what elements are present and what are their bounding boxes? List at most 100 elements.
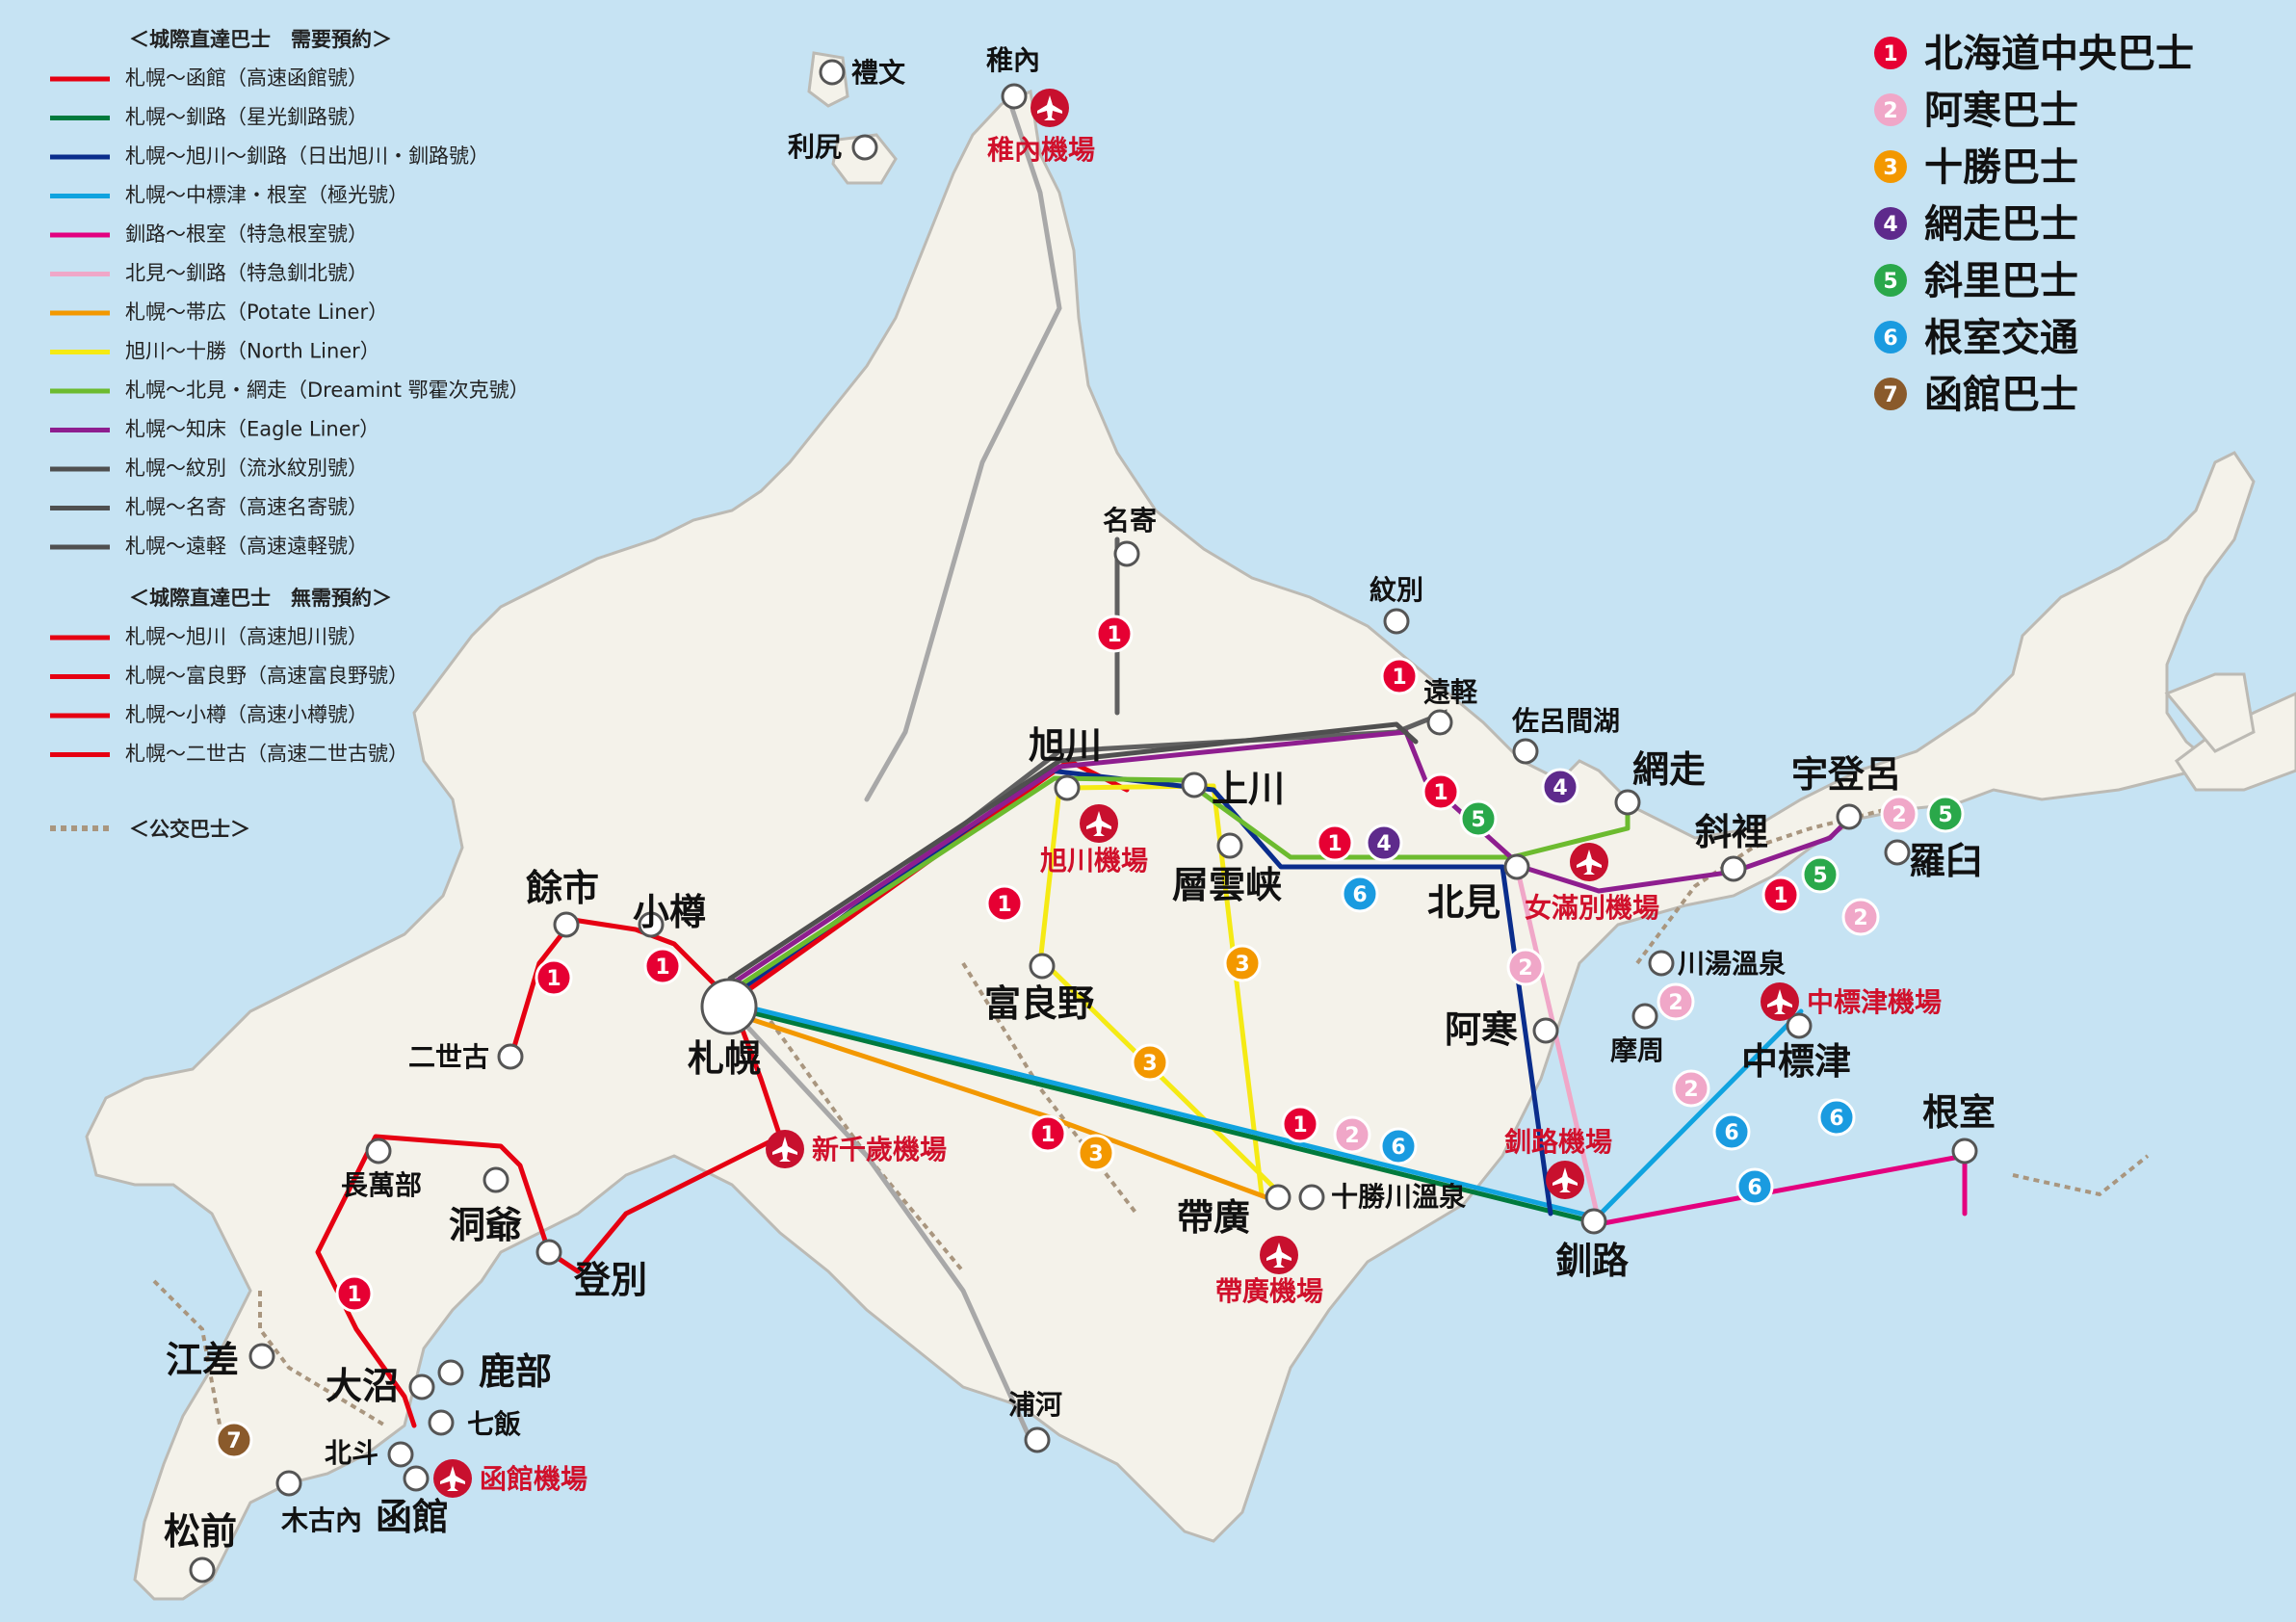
label-hokuto: 北斗	[325, 1437, 378, 1469]
airport-icon[interactable]	[1080, 804, 1118, 843]
operator-legend-badge: 5	[1874, 264, 1907, 297]
station-marker-saroma[interactable]	[1512, 738, 1539, 765]
label-kitami: 北見	[1427, 881, 1500, 924]
operator-badge: 2	[1841, 898, 1880, 936]
operator-badge: 1	[1095, 615, 1134, 653]
svg-text:1: 1	[1107, 623, 1121, 647]
station-marker-nemuro[interactable]	[1951, 1138, 1978, 1164]
station-marker-kikonai[interactable]	[275, 1470, 302, 1497]
station-marker-monbetsu[interactable]	[1383, 608, 1410, 635]
label-otaru: 小樽	[633, 891, 706, 933]
svg-text:6: 6	[1391, 1136, 1405, 1160]
operator-badge: 2	[1672, 1069, 1710, 1108]
svg-text:1: 1	[1327, 832, 1342, 856]
label-rebun: 禮文	[851, 57, 905, 89]
airport-icon[interactable]	[433, 1459, 472, 1498]
station-marker-abashiri[interactable]	[1614, 789, 1641, 816]
station-marker-niseko[interactable]	[497, 1043, 524, 1070]
station-marker-kitami[interactable]	[1503, 853, 1530, 880]
legend-route-label: 札幌～知床（Eagle Liner）	[125, 418, 379, 441]
airport-icon[interactable]	[1260, 1236, 1298, 1274]
station-marker-mashu[interactable]	[1631, 1003, 1658, 1030]
label-yoichi: 餘市	[526, 867, 599, 909]
station-marker-hokuto[interactable]	[387, 1441, 414, 1468]
station-marker-urakawa[interactable]	[1024, 1426, 1051, 1453]
airport-icon[interactable]	[766, 1130, 804, 1168]
operator-legend-name: 十勝巴士	[1924, 145, 2078, 190]
station-marker-rishiri[interactable]	[851, 134, 878, 161]
station-marker-otaru[interactable]	[638, 911, 665, 938]
label-kawayu: 川湯溫泉	[1678, 948, 1787, 980]
legend-reserved-list: 札幌～函館（高速函館號）札幌～釧路（星光釧路號）札幌～旭川～釧路（日出旭川・釧路…	[50, 66, 530, 558]
station-marker-tokachigawa[interactable]	[1298, 1184, 1325, 1211]
airport-icon[interactable]	[1761, 982, 1799, 1021]
station-marker-furano[interactable]	[1029, 953, 1056, 980]
airport-icon[interactable]	[1031, 89, 1069, 127]
legend-route-label: 札幌～帯広（Potate Liner）	[125, 301, 388, 324]
airport-icon[interactable]	[1546, 1161, 1584, 1199]
operator-badge: 3	[1131, 1043, 1169, 1082]
operator-badge: 6	[1735, 1167, 1774, 1206]
svg-text:2: 2	[1853, 906, 1867, 930]
operator-badge: 4	[1541, 768, 1579, 806]
svg-text:2: 2	[1518, 956, 1532, 981]
station-marker-onuma[interactable]	[408, 1373, 435, 1400]
legend-route-label: 釧路～根室（特急根室號）	[125, 222, 368, 246]
legend-route-label: 札幌～富良野（高速富良野號）	[125, 665, 408, 688]
station-marker-sounkyo[interactable]	[1216, 832, 1243, 859]
label-rausu: 羅臼	[1909, 840, 1982, 882]
station-marker-nanae[interactable]	[428, 1409, 455, 1436]
label-nanae: 七飯	[467, 1408, 521, 1440]
station-marker-matsumae[interactable]	[189, 1557, 216, 1583]
station-marker-hakodate[interactable]	[403, 1465, 430, 1492]
legend-route-label: 札幌～小樽（高速小樽號）	[125, 703, 368, 726]
station-marker-engaru[interactable]	[1426, 709, 1453, 736]
station-marker-sapporo[interactable]	[700, 978, 758, 1035]
legend-route-label: 札幌～旭川～釧路（日出旭川・釧路號）	[125, 144, 489, 168]
station-marker-kawayu[interactable]	[1648, 950, 1675, 977]
operator-badge: 6	[1712, 1112, 1751, 1151]
operator-legend-name: 北海道中央巴士	[1924, 32, 2194, 76]
route-sapporo-otaru	[508, 917, 735, 1062]
label-airport-hakodate: 函館機場	[480, 1463, 587, 1495]
svg-text:7: 7	[226, 1429, 241, 1453]
legend-route-label: 旭川～十勝（North Liner）	[125, 340, 380, 363]
legend-route-label: 札幌～釧路（星光釧路號）	[125, 106, 368, 129]
station-marker-akan[interactable]	[1532, 1017, 1559, 1044]
label-furano: 富良野	[984, 982, 1094, 1025]
svg-text:4: 4	[1376, 832, 1391, 856]
station-marker-toya[interactable]	[483, 1166, 509, 1193]
station-marker-nayoro[interactable]	[1113, 540, 1140, 567]
svg-text:6: 6	[1829, 1107, 1843, 1131]
shiretoko-east	[2164, 672, 2256, 753]
hokkaido-landmass	[85, 89, 2256, 1601]
svg-text:1: 1	[1040, 1123, 1055, 1147]
label-shikabe: 鹿部	[479, 1350, 552, 1393]
station-marker-utoro[interactable]	[1836, 803, 1863, 830]
station-marker-yoichi[interactable]	[553, 911, 580, 938]
legend-route-label: 札幌～中標津・根室（極光號）	[125, 184, 408, 207]
operator-badge: 1	[1761, 876, 1800, 914]
station-marker-rausu[interactable]	[1884, 839, 1911, 866]
airport-icons	[433, 89, 1799, 1498]
svg-text:1: 1	[655, 955, 669, 980]
station-marker-shikabe[interactable]	[437, 1359, 464, 1386]
station-marker-shari[interactable]	[1720, 855, 1747, 882]
legend-route-label: 札幌～遠軽（高速遠軽號）	[125, 535, 368, 558]
label-akan: 阿寒	[1445, 1008, 1518, 1051]
station-marker-noboribetsu[interactable]	[535, 1239, 562, 1266]
station-marker-rebun[interactable]	[819, 59, 846, 86]
station-marker-obihiro[interactable]	[1265, 1184, 1292, 1211]
operator-legend-name: 網走巴士	[1924, 202, 2078, 247]
airport-icon[interactable]	[1570, 843, 1608, 881]
station-marker-oshamambe[interactable]	[365, 1138, 392, 1164]
station-marker-wakkanai[interactable]	[1001, 83, 1028, 110]
station-marker-kushiro[interactable]	[1580, 1208, 1607, 1235]
svg-text:5: 5	[1813, 864, 1827, 888]
legend-route-label: 札幌～紋別（流氷紋別號）	[125, 457, 368, 480]
station-marker-kamikawa[interactable]	[1181, 772, 1208, 798]
station-marker-asahikawa[interactable]	[1054, 774, 1081, 801]
station-marker-esashi[interactable]	[248, 1343, 275, 1370]
station-marker-nakashibetsu[interactable]	[1786, 1012, 1813, 1039]
label-wakkanai: 稚內	[986, 44, 1040, 76]
